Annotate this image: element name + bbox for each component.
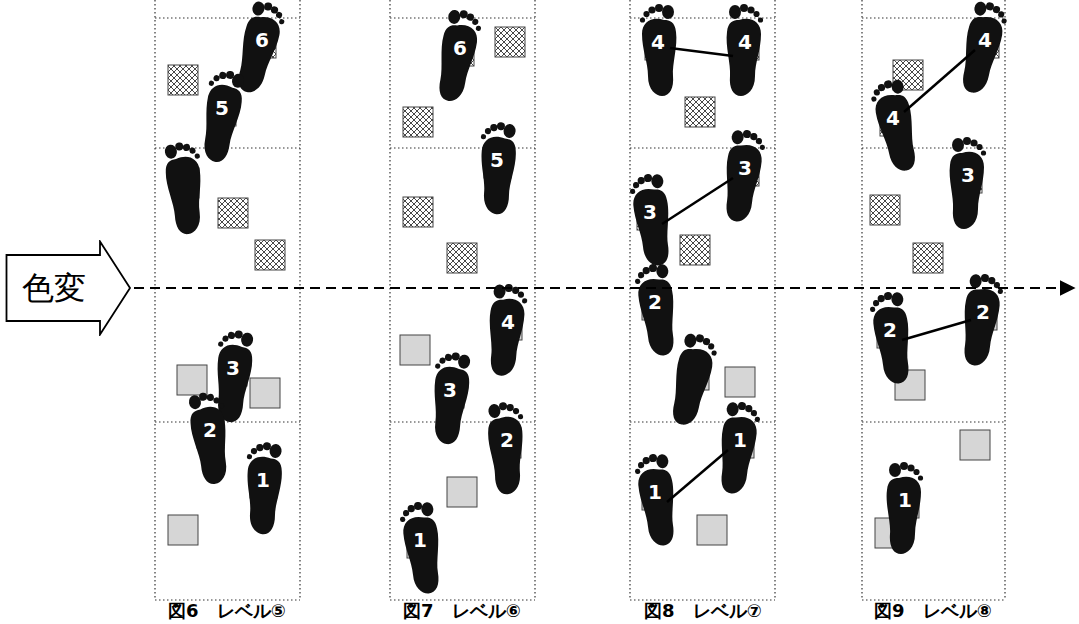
figure-caption: 図9 レベル⑧ — [874, 601, 992, 621]
figure-caption: 図6 レベル⑤ — [168, 601, 286, 621]
pair-lines — [662, 48, 975, 502]
step-squares — [168, 27, 999, 558]
step-number: 6 — [453, 38, 467, 58]
dotted-columns — [155, 0, 1005, 600]
block-arrow: 色変 — [5, 240, 133, 336]
step-number: 4 — [978, 30, 992, 50]
step-number: 2 — [203, 420, 217, 440]
step-number: 1 — [648, 482, 662, 502]
arrow-label: 色変 — [22, 272, 86, 304]
figure-caption: 図7 レベル⑥ — [403, 601, 521, 621]
step-number: 4 — [501, 312, 515, 332]
step-number: 4 — [651, 32, 665, 52]
step-number: 3 — [643, 202, 657, 222]
step-number: 1 — [256, 470, 270, 490]
step-number: 6 — [255, 30, 269, 50]
step-number: 2 — [883, 320, 897, 340]
step-number: 3 — [226, 358, 240, 378]
step-number: 4 — [738, 32, 752, 52]
color-change-line — [134, 287, 1074, 289]
step-number: 3 — [738, 158, 752, 178]
step-number: 1 — [413, 530, 427, 550]
step-number: 3 — [961, 165, 975, 185]
step-number: 3 — [443, 380, 457, 400]
step-number: 1 — [733, 430, 747, 450]
step-number: 5 — [215, 98, 229, 118]
footprints — [161, 0, 1009, 595]
step-number: 2 — [976, 302, 990, 322]
step-number: 1 — [898, 490, 912, 510]
step-number: 5 — [490, 150, 504, 170]
figure-caption: 図8 レベル⑦ — [644, 601, 762, 621]
step-number: 4 — [886, 108, 900, 128]
step-number: 2 — [500, 430, 514, 450]
step-number: 2 — [648, 292, 662, 312]
